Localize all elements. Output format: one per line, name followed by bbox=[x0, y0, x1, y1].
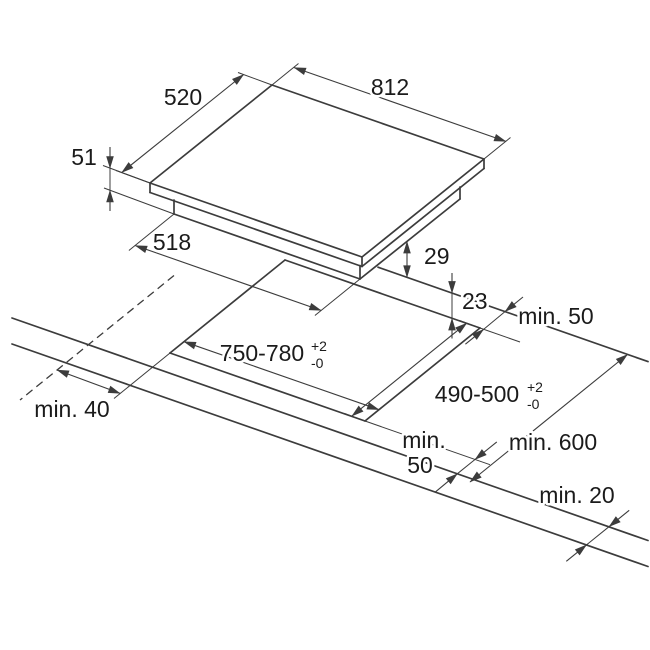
dim-side-clearance: min. 40 bbox=[32, 369, 121, 425]
dim-below-worktop-label: 23 bbox=[462, 288, 488, 314]
dim-front-clearance-label-bottom: 50 bbox=[407, 452, 433, 478]
dim-hob-depth: 520 bbox=[115, 72, 273, 184]
dim-cutout-depth-label: 490-500 bbox=[435, 381, 519, 407]
dim-below-worktop: 23 bbox=[448, 273, 490, 339]
dim-hob-height: 51 bbox=[69, 142, 175, 215]
hob-top-face bbox=[149, 84, 485, 258]
dim-hob-depth-label: 520 bbox=[164, 84, 202, 110]
dim-cutout-width-tol-lower: -0 bbox=[311, 355, 324, 371]
dim-side-clearance-label: min. 40 bbox=[34, 396, 109, 422]
dim-front-clearance-label-top: min. bbox=[402, 427, 445, 453]
dim-base-depth: 518 bbox=[128, 213, 361, 316]
worktop-front-bottom-edge bbox=[11, 343, 649, 568]
dim-cutout-depth-tol-lower: -0 bbox=[527, 396, 540, 412]
dim-worktop-depth-label: min. 600 bbox=[509, 429, 597, 455]
dim-cutout-depth-tol-upper: +2 bbox=[527, 379, 543, 395]
cutout-rear-edge bbox=[284, 259, 481, 329]
dim-cutout-width: 750-780 +2 -0 bbox=[169, 336, 386, 422]
dim-base-depth-label: 518 bbox=[153, 229, 191, 255]
dim-hob-height-label: 51 bbox=[71, 144, 97, 170]
dim-front-gap-label: min. 20 bbox=[539, 482, 614, 508]
dim-hob-width: 812 bbox=[271, 63, 511, 160]
dim-cutout-width-tol-upper: +2 bbox=[311, 338, 327, 354]
worktop-front-top-edge bbox=[11, 317, 649, 542]
worktop-rear-edge bbox=[377, 266, 649, 363]
dim-rear-clearance: min. 50 bbox=[465, 296, 596, 345]
dim-worktop-depth: min. 600 bbox=[469, 354, 628, 483]
dim-front-clearance: min. 50 bbox=[400, 425, 498, 493]
hob-glass-edge bbox=[149, 158, 485, 268]
dim-edge-overhang: 29 bbox=[403, 241, 452, 278]
side-wall-dashed-line bbox=[19, 274, 175, 401]
dim-hob-width-label: 812 bbox=[371, 74, 409, 100]
dim-cutout-width-label: 750-780 bbox=[220, 340, 304, 366]
dim-front-gap: min. 20 bbox=[537, 480, 630, 562]
dim-cutout-depth: 490-500 +2 -0 bbox=[344, 319, 545, 422]
dim-edge-overhang-label: 29 bbox=[424, 243, 450, 269]
cutout-front-edge-extension bbox=[364, 420, 491, 466]
cutout-rear-edge-extension bbox=[479, 327, 521, 343]
cutout-left-edge-extension bbox=[113, 352, 171, 399]
dim-rear-clearance-label: min. 50 bbox=[518, 303, 593, 329]
